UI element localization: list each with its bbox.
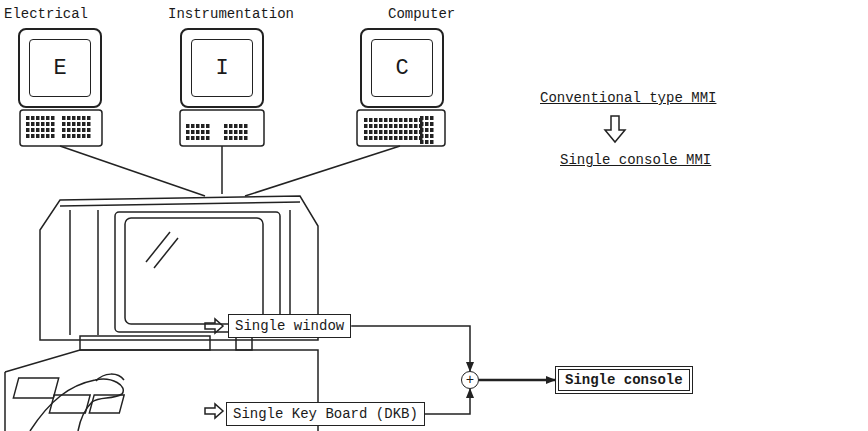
box-text: Single window xyxy=(235,318,344,334)
keyboard-keys xyxy=(26,116,434,144)
heading-label: Single console MMI xyxy=(560,152,711,168)
summing-junction: + xyxy=(461,371,479,389)
screen-letter: C xyxy=(371,39,433,97)
monitor-screen: ComputerC xyxy=(360,28,444,108)
screen-letter: E xyxy=(29,39,91,97)
screen-letter: I xyxy=(191,39,253,97)
flow-connector xyxy=(479,379,555,382)
flow-connector xyxy=(425,389,470,414)
console-heading: Instrumentation xyxy=(168,6,294,22)
monitor-screen: ElectricalE xyxy=(18,28,102,108)
box-text: Single console xyxy=(565,372,683,388)
heading-label: Conventional type MMI xyxy=(540,90,716,106)
console-heading: Electrical xyxy=(4,6,88,22)
process-box: Single window xyxy=(228,314,351,338)
flow-connector xyxy=(351,326,470,371)
box-text: Single Key Board (DKB) xyxy=(233,406,418,422)
console-heading: Computer xyxy=(388,6,455,22)
monitor-screen: InstrumentationI xyxy=(180,28,264,108)
result-box: Single console xyxy=(555,366,693,394)
process-box: Single Key Board (DKB) xyxy=(226,402,425,426)
box-text: + xyxy=(466,373,474,387)
